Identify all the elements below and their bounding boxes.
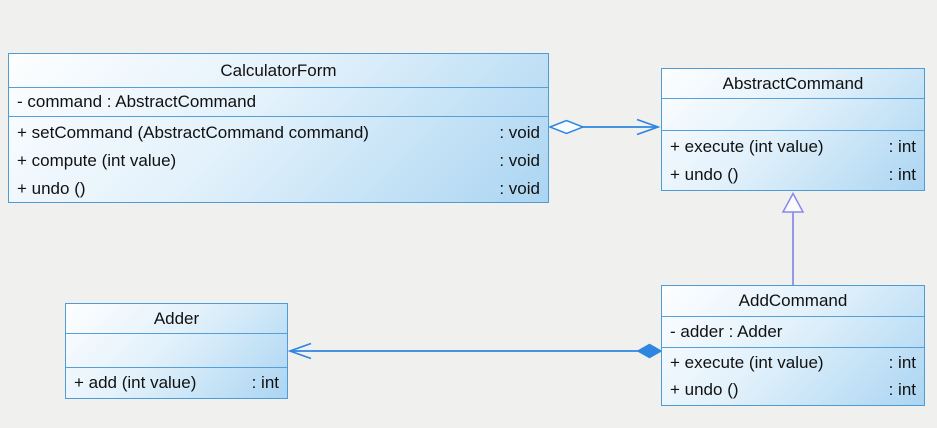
attributes-compartment: - adder : Adder <box>662 315 924 347</box>
method-row: + add (int value) : int <box>66 368 287 397</box>
open-arrowhead-icon <box>287 342 312 360</box>
attributes-compartment: - command : AbstractCommand <box>9 86 548 117</box>
method-return-type: : void <box>499 150 540 170</box>
hollow-diamond-icon <box>547 119 586 135</box>
method-return-type: : int <box>888 137 916 157</box>
generalization-connector-addcommand-to-abstractcommand[interactable] <box>781 191 805 286</box>
methods-compartment: + setCommand (AbstractCommand command) :… <box>9 116 548 202</box>
attribute-text: - command : AbstractCommand <box>17 92 257 112</box>
class-box-abstractcommand[interactable]: AbstractCommand + execute (int value) : … <box>661 68 925 191</box>
method-return-type: : int <box>888 380 916 400</box>
attribute-row: - command : AbstractCommand <box>9 88 548 117</box>
method-row: + undo () : int <box>662 161 924 189</box>
aggregation-connector-calculatorform-to-abstractcommand[interactable] <box>547 118 661 136</box>
filled-diamond-icon <box>636 343 663 359</box>
method-signature: + undo () <box>17 178 86 198</box>
class-title: Adder <box>153 308 200 328</box>
attribute-text: - adder : Adder <box>670 322 783 341</box>
attributes-compartment <box>662 97 924 131</box>
method-signature: + execute (int value) <box>670 352 824 372</box>
hollow-triangle-icon <box>781 191 805 213</box>
method-row: + undo () : int <box>662 376 924 404</box>
methods-compartment: + execute (int value) : int + undo () : … <box>662 130 924 188</box>
method-row: + undo () : void <box>9 174 548 202</box>
composition-connector-addcommand-to-adder[interactable] <box>287 342 663 360</box>
attribute-row: - adder : Adder <box>662 317 924 347</box>
method-row: + execute (int value) : int <box>662 349 924 377</box>
method-return-type: : void <box>499 122 540 142</box>
method-signature: + setCommand (AbstractCommand command) <box>17 122 369 142</box>
method-row: + execute (int value) : int <box>662 133 924 161</box>
class-box-addcommand[interactable]: AddCommand - adder : Adder + execute (in… <box>661 285 925 406</box>
method-return-type: : int <box>251 373 279 392</box>
open-arrowhead-icon <box>636 118 661 136</box>
methods-compartment: + add (int value) : int <box>66 367 287 397</box>
method-row: + compute (int value) : void <box>9 146 548 174</box>
class-title: AddCommand <box>738 291 848 311</box>
class-box-calculatorform[interactable]: CalculatorForm - command : AbstractComma… <box>8 53 549 203</box>
method-row: + setCommand (AbstractCommand command) :… <box>9 118 548 146</box>
class-title: CalculatorForm <box>220 60 337 80</box>
method-signature: + undo () <box>670 164 739 184</box>
method-signature: + undo () <box>670 380 739 400</box>
method-return-type: : int <box>888 164 916 184</box>
attributes-compartment <box>66 332 287 368</box>
method-signature: + execute (int value) <box>670 137 824 157</box>
methods-compartment: + execute (int value) : int + undo () : … <box>662 346 924 404</box>
method-signature: + compute (int value) <box>17 150 177 170</box>
class-box-adder[interactable]: Adder + add (int value) : int <box>65 303 288 399</box>
method-return-type: : void <box>499 178 540 198</box>
class-title: AbstractCommand <box>722 73 864 93</box>
method-return-type: : int <box>888 352 916 372</box>
method-signature: + add (int value) <box>74 373 197 392</box>
